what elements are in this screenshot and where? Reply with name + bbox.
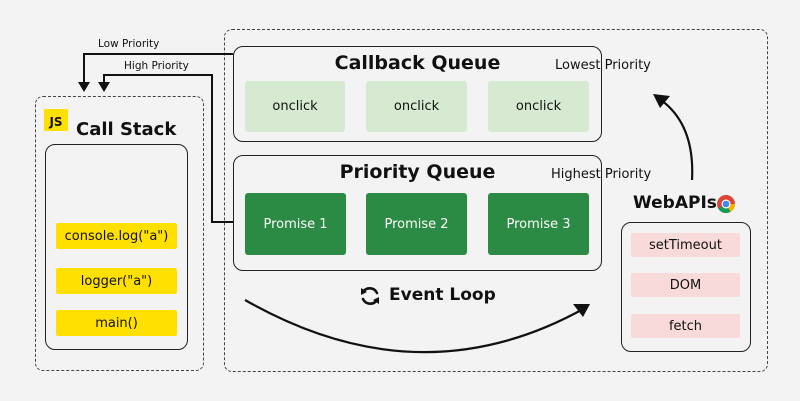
low-priority-label: Low Priority	[98, 38, 160, 50]
high-priority-label: High Priority	[124, 60, 189, 72]
callback-onclick-3: onclick	[488, 81, 589, 132]
stack-frame-main: main()	[56, 310, 177, 336]
promise-2: Promise 2	[366, 193, 467, 255]
event-loop-label: Event Loop	[389, 285, 496, 305]
webapi-settimeout: setTimeout	[631, 233, 740, 257]
callback-onclick-2: onclick	[366, 81, 467, 132]
call-stack-title: Call Stack	[76, 119, 177, 140]
webapi-fetch: fetch	[631, 314, 740, 338]
lowest-priority-label: Lowest Priority	[555, 58, 651, 73]
webapi-dom: DOM	[631, 273, 740, 297]
webapis-title: WebAPIs	[633, 193, 717, 213]
chrome-icon	[716, 194, 736, 214]
high-priority-arrowhead	[98, 82, 110, 92]
js-badge: JS	[44, 109, 68, 131]
priority-queue-title: Priority Queue	[339, 161, 496, 183]
stack-frame-console-log: console.log("a")	[56, 223, 177, 249]
promise-3: Promise 3	[488, 193, 589, 255]
callback-onclick-1: onclick	[245, 81, 345, 132]
stack-frame-logger: logger("a")	[56, 268, 177, 294]
promise-1: Promise 1	[245, 193, 346, 255]
callback-queue-title: Callback Queue	[334, 52, 501, 74]
highest-priority-label: Highest Priority	[551, 167, 652, 182]
low-priority-arrowhead	[78, 82, 90, 92]
event-loop-icon	[358, 284, 382, 308]
